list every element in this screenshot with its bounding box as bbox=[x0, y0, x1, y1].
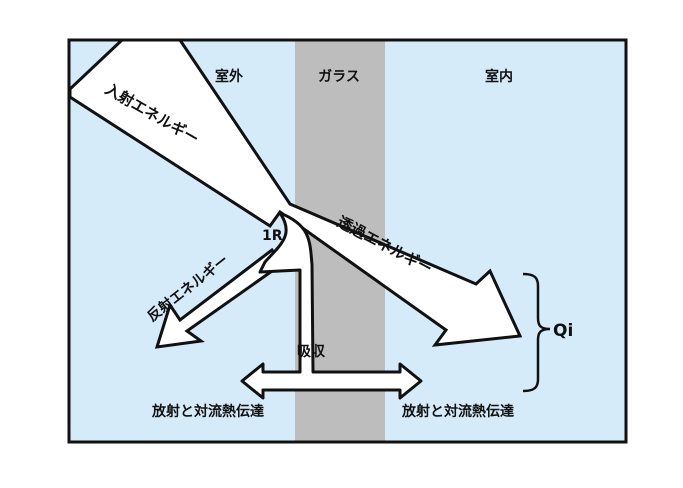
absorbed-label: 吸収 bbox=[297, 343, 326, 360]
reflected-energy-arrow bbox=[154, 247, 285, 349]
reflectance-mark: 1R bbox=[262, 228, 283, 244]
diagram-frame bbox=[67, 38, 628, 444]
qi-brace bbox=[522, 272, 551, 393]
glass-label: ガラス bbox=[318, 69, 360, 85]
qi-label: Qi bbox=[553, 321, 573, 341]
incident-energy-arrow bbox=[68, 38, 523, 347]
absorbed-heat-arrows bbox=[240, 211, 423, 400]
heat-transfer-inside-label: 放射と対流熱伝達 bbox=[401, 403, 514, 420]
inside-label: 室内 bbox=[485, 68, 513, 85]
heat-transfer-outside-label: 放射と対流熱伝達 bbox=[151, 403, 264, 420]
outside-label: 室外 bbox=[215, 68, 243, 85]
